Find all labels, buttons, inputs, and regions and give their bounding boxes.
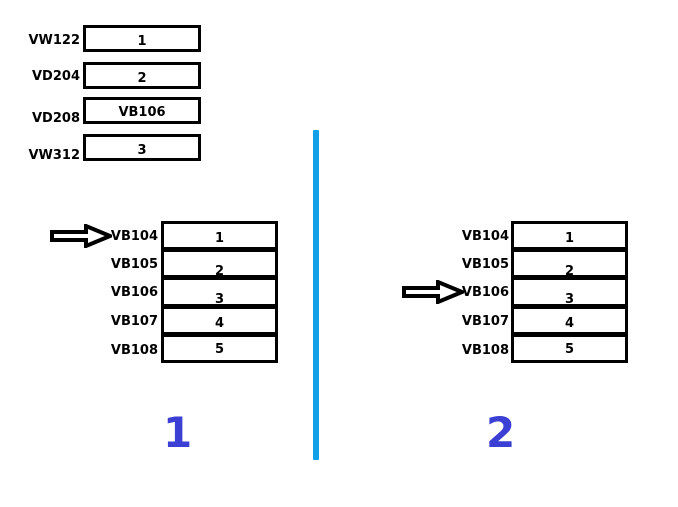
top-row-cell-0: 1 <box>83 25 201 52</box>
panel-2-row-cell-4: 5 <box>511 334 628 363</box>
top-row-label-3: VW312 <box>28 148 80 163</box>
panel-1-row-label-1: VB105 <box>110 257 158 272</box>
panel-1-row-label-3: VB107 <box>110 314 158 329</box>
panel-2-row-cell-0: 1 <box>511 221 628 250</box>
panel-1-row-value-3: 4 <box>214 316 225 331</box>
top-row-cell-3: 3 <box>83 134 201 161</box>
panel-1-row-cell-3: 4 <box>161 306 278 335</box>
panel-2-row-label-2: VB106 <box>461 285 509 300</box>
panel-2-row-value-1: 2 <box>564 264 575 279</box>
top-row-value-3: 3 <box>137 143 147 158</box>
panel-1-row-cell-0: 1 <box>161 221 278 250</box>
top-variable-stack: VW122 1 VD204 2 VD208 VB106 VW312 3 <box>0 0 678 180</box>
panel-2-row-label-3: VB107 <box>461 314 509 329</box>
panel-divider <box>313 130 319 460</box>
panel-1-row-cell-1: 2 <box>161 249 278 278</box>
panel-1: VB104 1 VB105 2 VB106 3 VB107 4 VB108 5 … <box>0 0 313 507</box>
panel-2-row-label-1: VB105 <box>461 257 509 272</box>
panel-2-row-value-0: 1 <box>564 231 575 246</box>
panel-1-row-cell-4: 5 <box>161 334 278 363</box>
panel-1-row-label-4: VB108 <box>110 343 158 358</box>
panel-1-row-label-0: VB104 <box>110 229 158 244</box>
panel-1-row-value-4: 5 <box>214 342 225 357</box>
top-row-cell-2: VB106 <box>83 97 201 124</box>
panel-2-number: 2 <box>486 408 516 457</box>
top-row-label-0: VW122 <box>28 33 80 48</box>
top-row-value-1: 2 <box>137 71 147 86</box>
panel-2-row-label-4: VB108 <box>461 343 509 358</box>
panel-1-row-cell-2: 3 <box>161 277 278 307</box>
panel-2: VB104 1 VB105 2 VB106 3 VB107 4 VB108 5 … <box>319 0 678 507</box>
panel-2-row-cell-3: 4 <box>511 306 628 335</box>
panel-1-row-value-2: 3 <box>214 292 225 307</box>
top-row-cell-1: 2 <box>83 62 201 89</box>
panel-2-row-label-0: VB104 <box>461 229 509 244</box>
panel-1-row-value-0: 1 <box>214 231 225 246</box>
top-row-value-2: VB106 <box>118 105 166 120</box>
right-arrow-icon <box>50 223 116 249</box>
panel-2-row-cell-2: 3 <box>511 277 628 307</box>
top-row-value-0: 1 <box>137 34 147 49</box>
panel-2-row-value-2: 3 <box>564 292 575 307</box>
top-row-label-1: VD204 <box>32 69 80 84</box>
panel-2-row-value-4: 5 <box>564 342 575 357</box>
panel-1-number: 1 <box>163 408 193 457</box>
top-row-label-2: VD208 <box>32 111 80 126</box>
right-arrow-icon <box>402 279 468 305</box>
panel-1-row-label-2: VB106 <box>110 285 158 300</box>
panel-2-row-value-3: 4 <box>564 316 575 331</box>
panel-2-row-cell-1: 2 <box>511 249 628 278</box>
panel-1-row-value-1: 2 <box>214 264 225 279</box>
